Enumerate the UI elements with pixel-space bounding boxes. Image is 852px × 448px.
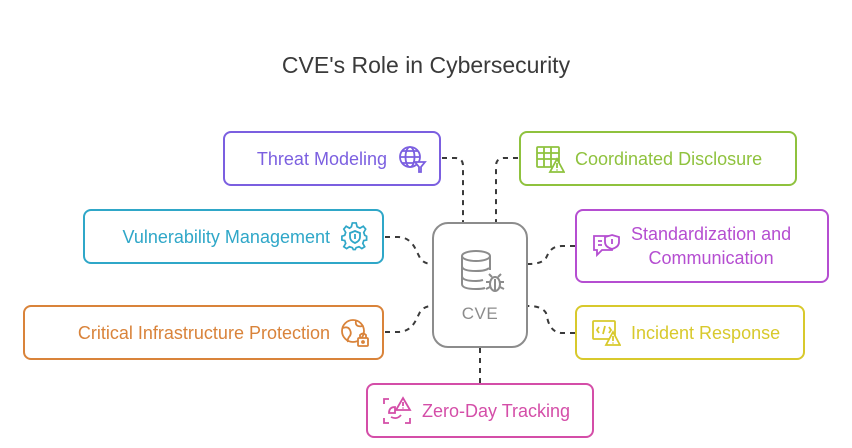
coordinated-disclosure-node: Coordinated Disclosure (519, 131, 797, 186)
vulnerability-management-label: Vulnerability Management (122, 226, 330, 247)
critical-infrastructure-label: Critical Infrastructure Protection (77, 322, 330, 343)
threat-modeling-node: Threat Modeling (223, 131, 441, 186)
threat-modeling-label: Threat Modeling (256, 148, 387, 169)
zero-day-tracking-label: Zero-Day Tracking (422, 400, 571, 421)
coordinated-disclosure-label: Coordinated Disclosure (575, 148, 763, 169)
incident-response-node: Incident Response (575, 305, 805, 360)
cve-label: CVE (461, 304, 499, 323)
connector-threat-modeling (442, 157, 464, 222)
vulnerability-management-node: Vulnerability Management (83, 209, 384, 264)
database-bug-icon (461, 250, 505, 292)
zero-day-tracking-node: Zero-Day Tracking (366, 383, 594, 438)
standardization-label-line1: Standardization and (631, 224, 792, 244)
standardization-label-line2: Communication (648, 248, 774, 268)
standardization-node: Standardization and Communication (575, 209, 829, 283)
chat-shield-icon (591, 231, 621, 261)
diagram-title: CVE's Role in Cybersecurity (281, 52, 571, 78)
connector-vulnerability-management (385, 236, 433, 265)
table-alert-icon (535, 144, 565, 174)
globe-lock-icon (340, 318, 370, 348)
cve-hub: CVE (432, 222, 528, 348)
standardization-label: Standardization and Communication (631, 222, 791, 270)
connector-incident-response (527, 305, 575, 334)
incident-response-label: Incident Response (631, 322, 781, 343)
code-alert-icon (591, 318, 621, 348)
connector-standardization (527, 245, 575, 265)
connector-critical-infrastructure (385, 305, 433, 333)
connector-coordinated-disclosure (495, 157, 518, 222)
critical-infrastructure-node: Critical Infrastructure Protection (23, 305, 384, 360)
scan-alert-icon (382, 395, 412, 426)
gear-shield-icon (340, 221, 370, 252)
globe-funnel-icon (397, 144, 427, 174)
